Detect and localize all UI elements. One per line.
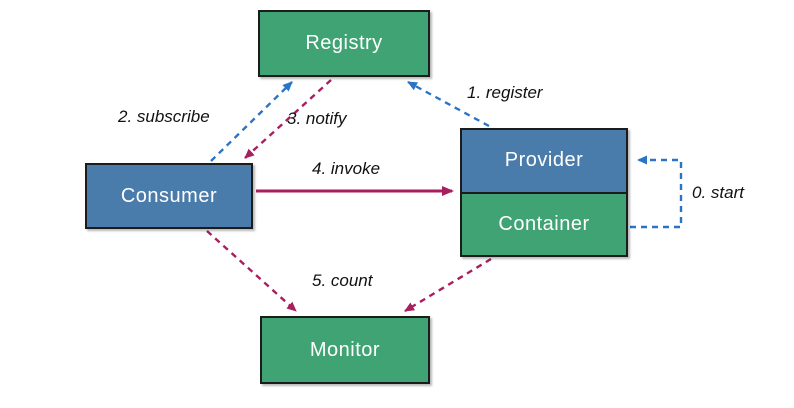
node-monitor-label: Monitor <box>309 338 381 361</box>
node-provider-container-stack: Provider Container <box>460 128 628 257</box>
node-monitor: Monitor <box>260 316 430 384</box>
node-consumer: Consumer <box>85 163 253 229</box>
edge-label-invoke: 4. invoke <box>312 159 381 178</box>
node-registry-label: Registry <box>305 32 383 54</box>
node-provider: Provider <box>462 130 626 192</box>
edge-count-consumer <box>206 230 297 312</box>
edge-label-subscribe: 2. subscribe <box>118 107 210 126</box>
edge-label-count: 5. count <box>312 271 373 290</box>
edge-count-provider <box>404 257 492 313</box>
node-consumer-label: Consumer <box>120 184 218 207</box>
node-registry: Registry <box>258 10 430 77</box>
node-container-label: Container <box>498 212 590 235</box>
edge-label-start: 0. start <box>692 183 744 202</box>
edge-label-notify: 3. notify <box>287 109 347 128</box>
edge-label-register: 1. register <box>467 83 543 102</box>
node-provider-label: Provider <box>504 149 584 172</box>
edge-start <box>630 155 683 229</box>
node-container: Container <box>462 191 626 255</box>
edge-subscribe <box>210 81 293 162</box>
